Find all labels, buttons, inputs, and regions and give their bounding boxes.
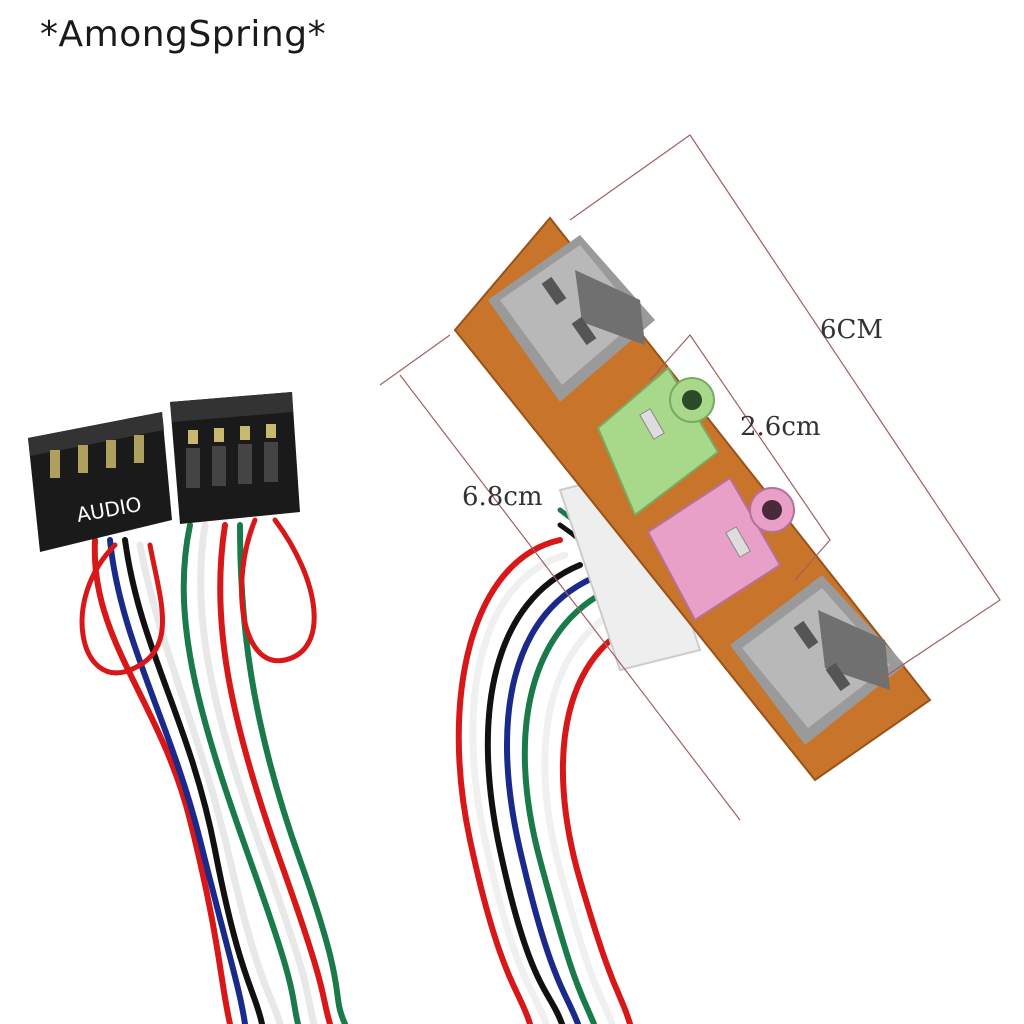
left-wire-bundle (79, 517, 348, 1024)
green-audio-jack (596, 366, 720, 517)
width-dimension-label: 6.8cm (462, 482, 543, 512)
usb-port-top (488, 235, 655, 402)
usb-header-connector (170, 392, 300, 524)
dimension-lines (379, 134, 1001, 821)
usb-port-bottom (730, 575, 905, 745)
length-dimension-label: 6CM (820, 315, 883, 345)
audio-header-connector: AUDIO (28, 412, 172, 552)
pink-audio-jack (646, 476, 795, 622)
board-wire-bundle (455, 507, 668, 1024)
jack-width-dimension-label: 2.6cm (740, 412, 821, 442)
watermark-text: *AmongSpring* (40, 14, 327, 55)
